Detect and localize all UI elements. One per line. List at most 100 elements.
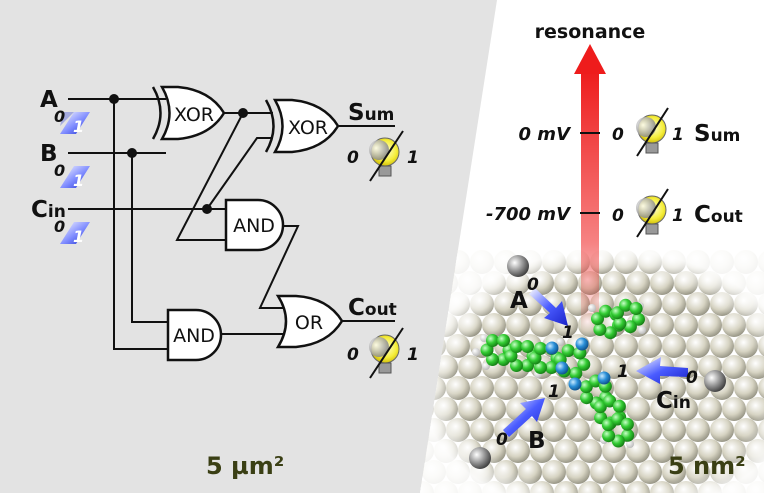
carbon-atom	[504, 349, 518, 363]
input-b-label: B	[40, 141, 58, 167]
mol-input-a-label: A	[510, 288, 528, 314]
carbon-atom	[577, 357, 591, 371]
switch-b-one: 1	[73, 171, 84, 190]
carbon-atom	[611, 434, 625, 448]
carbon-atom	[545, 361, 558, 374]
or-gate-label: OR	[295, 312, 323, 334]
hydrogen-atom	[480, 334, 488, 342]
carbon-atom	[580, 391, 594, 405]
carbon-atom	[528, 351, 542, 365]
output-sum-label: Sum	[348, 100, 394, 126]
junction-dots	[109, 94, 248, 214]
bulb-cout-zero: 0	[347, 345, 359, 365]
switch-a-one: 1	[73, 117, 84, 136]
bulb-sum-zero: 0	[347, 148, 359, 168]
bulb-cout-one: 1	[407, 345, 419, 365]
mol-input-b-one: 1	[548, 382, 560, 402]
level-1-output: Cout	[694, 202, 743, 228]
xor-gate-2: XOR	[264, 98, 340, 154]
input-b-arrow	[503, 398, 545, 437]
switch-cin-zero: 0	[54, 217, 65, 236]
bulb-cout: 0 1	[347, 327, 419, 379]
xor-gate-1-label: XOR	[174, 104, 214, 126]
carbon-atom	[497, 334, 510, 347]
resonance-label: resonance	[535, 21, 646, 43]
nitrogen-atom	[575, 337, 589, 351]
xor-gate-1: XOR	[151, 85, 226, 141]
mol-input-a-zero: 0	[527, 275, 539, 295]
level-1-bulb: 0 1	[612, 188, 684, 238]
switch-a-zero: 0	[54, 107, 65, 126]
or-gate: OR	[275, 294, 344, 349]
switch-a: 0 1	[54, 107, 90, 136]
carbon-atom	[603, 394, 617, 408]
hydrogen-atom	[638, 326, 646, 334]
hydrogen-atom	[626, 440, 634, 448]
level-0-output: Sum	[694, 121, 740, 147]
circuit-scale: 5 µm²	[206, 452, 284, 480]
molecule-scale: 5 nm²	[668, 452, 746, 480]
level-0-zero: 0	[612, 125, 624, 145]
carbon-atom	[579, 380, 593, 394]
output-cout-label: Cout	[348, 295, 397, 321]
input-cin-arrow	[636, 357, 688, 384]
nitrogen-atom	[568, 377, 582, 391]
carbon-atom	[602, 429, 616, 443]
mol-input-b-zero: 0	[496, 430, 508, 450]
mol-input-cin-zero: 0	[686, 368, 698, 388]
carbon-atom	[510, 359, 523, 372]
molecule	[472, 298, 646, 448]
carbon-atom	[593, 400, 607, 414]
input-a-label: A	[40, 87, 58, 113]
bulb-sum: 0 1	[347, 130, 419, 182]
hydrogen-atom	[472, 348, 480, 356]
carbon-atom	[612, 399, 626, 413]
carbon-atom	[510, 340, 523, 353]
level-1-voltage: -700 mV	[486, 204, 572, 225]
switch-b-zero: 0	[54, 161, 65, 180]
switch-cin-one: 1	[73, 227, 84, 246]
carbon-atom	[629, 302, 643, 315]
and-gate-2: AND	[166, 308, 223, 362]
mol-input-cin-one: 1	[617, 362, 629, 382]
nitrogen-atom	[545, 341, 559, 355]
bulb-sum-one: 1	[407, 148, 419, 168]
level-0-bulb: 0 1	[612, 107, 684, 157]
carbon-atom	[623, 320, 637, 334]
input-a-arrow	[529, 288, 568, 326]
carbon-atom	[599, 304, 613, 318]
input-b-ball	[469, 447, 491, 469]
switch-b: 0 1	[54, 161, 90, 190]
carbon-atom	[561, 344, 575, 358]
mol-input-cin-label: Cin	[656, 388, 691, 414]
hydrogen-atom	[556, 338, 564, 346]
mol-input-b-label: B	[528, 428, 546, 454]
carbon-atom	[611, 412, 625, 426]
carbon-atom	[569, 366, 583, 380]
nitrogen-atom	[555, 361, 569, 375]
carbon-atom	[593, 323, 607, 336]
carbon-atom	[613, 317, 627, 330]
mol-input-a-one: 1	[562, 323, 574, 343]
level-1-one: 1	[672, 206, 684, 226]
and-gate-2-label: AND	[173, 325, 215, 347]
input-cin-ball	[704, 370, 726, 392]
hydrogen-atom	[588, 304, 596, 312]
resonance-beam	[581, 70, 599, 335]
xor-gate-2-label: XOR	[288, 117, 328, 139]
carbon-atom	[534, 342, 547, 355]
resonance-arrowhead	[574, 44, 606, 74]
carbon-atom	[619, 298, 633, 312]
carbon-atom	[486, 353, 499, 366]
level-1-zero: 0	[612, 206, 624, 226]
and-gate-1-label: AND	[233, 215, 275, 237]
level-0-one: 1	[672, 125, 684, 145]
circuit	[68, 98, 395, 350]
carbon-atom	[621, 428, 635, 442]
level-0-voltage: 0 mV	[519, 124, 573, 145]
carbon-atom	[486, 334, 499, 347]
carbon-atom	[521, 340, 534, 353]
carbon-atom	[603, 326, 617, 340]
